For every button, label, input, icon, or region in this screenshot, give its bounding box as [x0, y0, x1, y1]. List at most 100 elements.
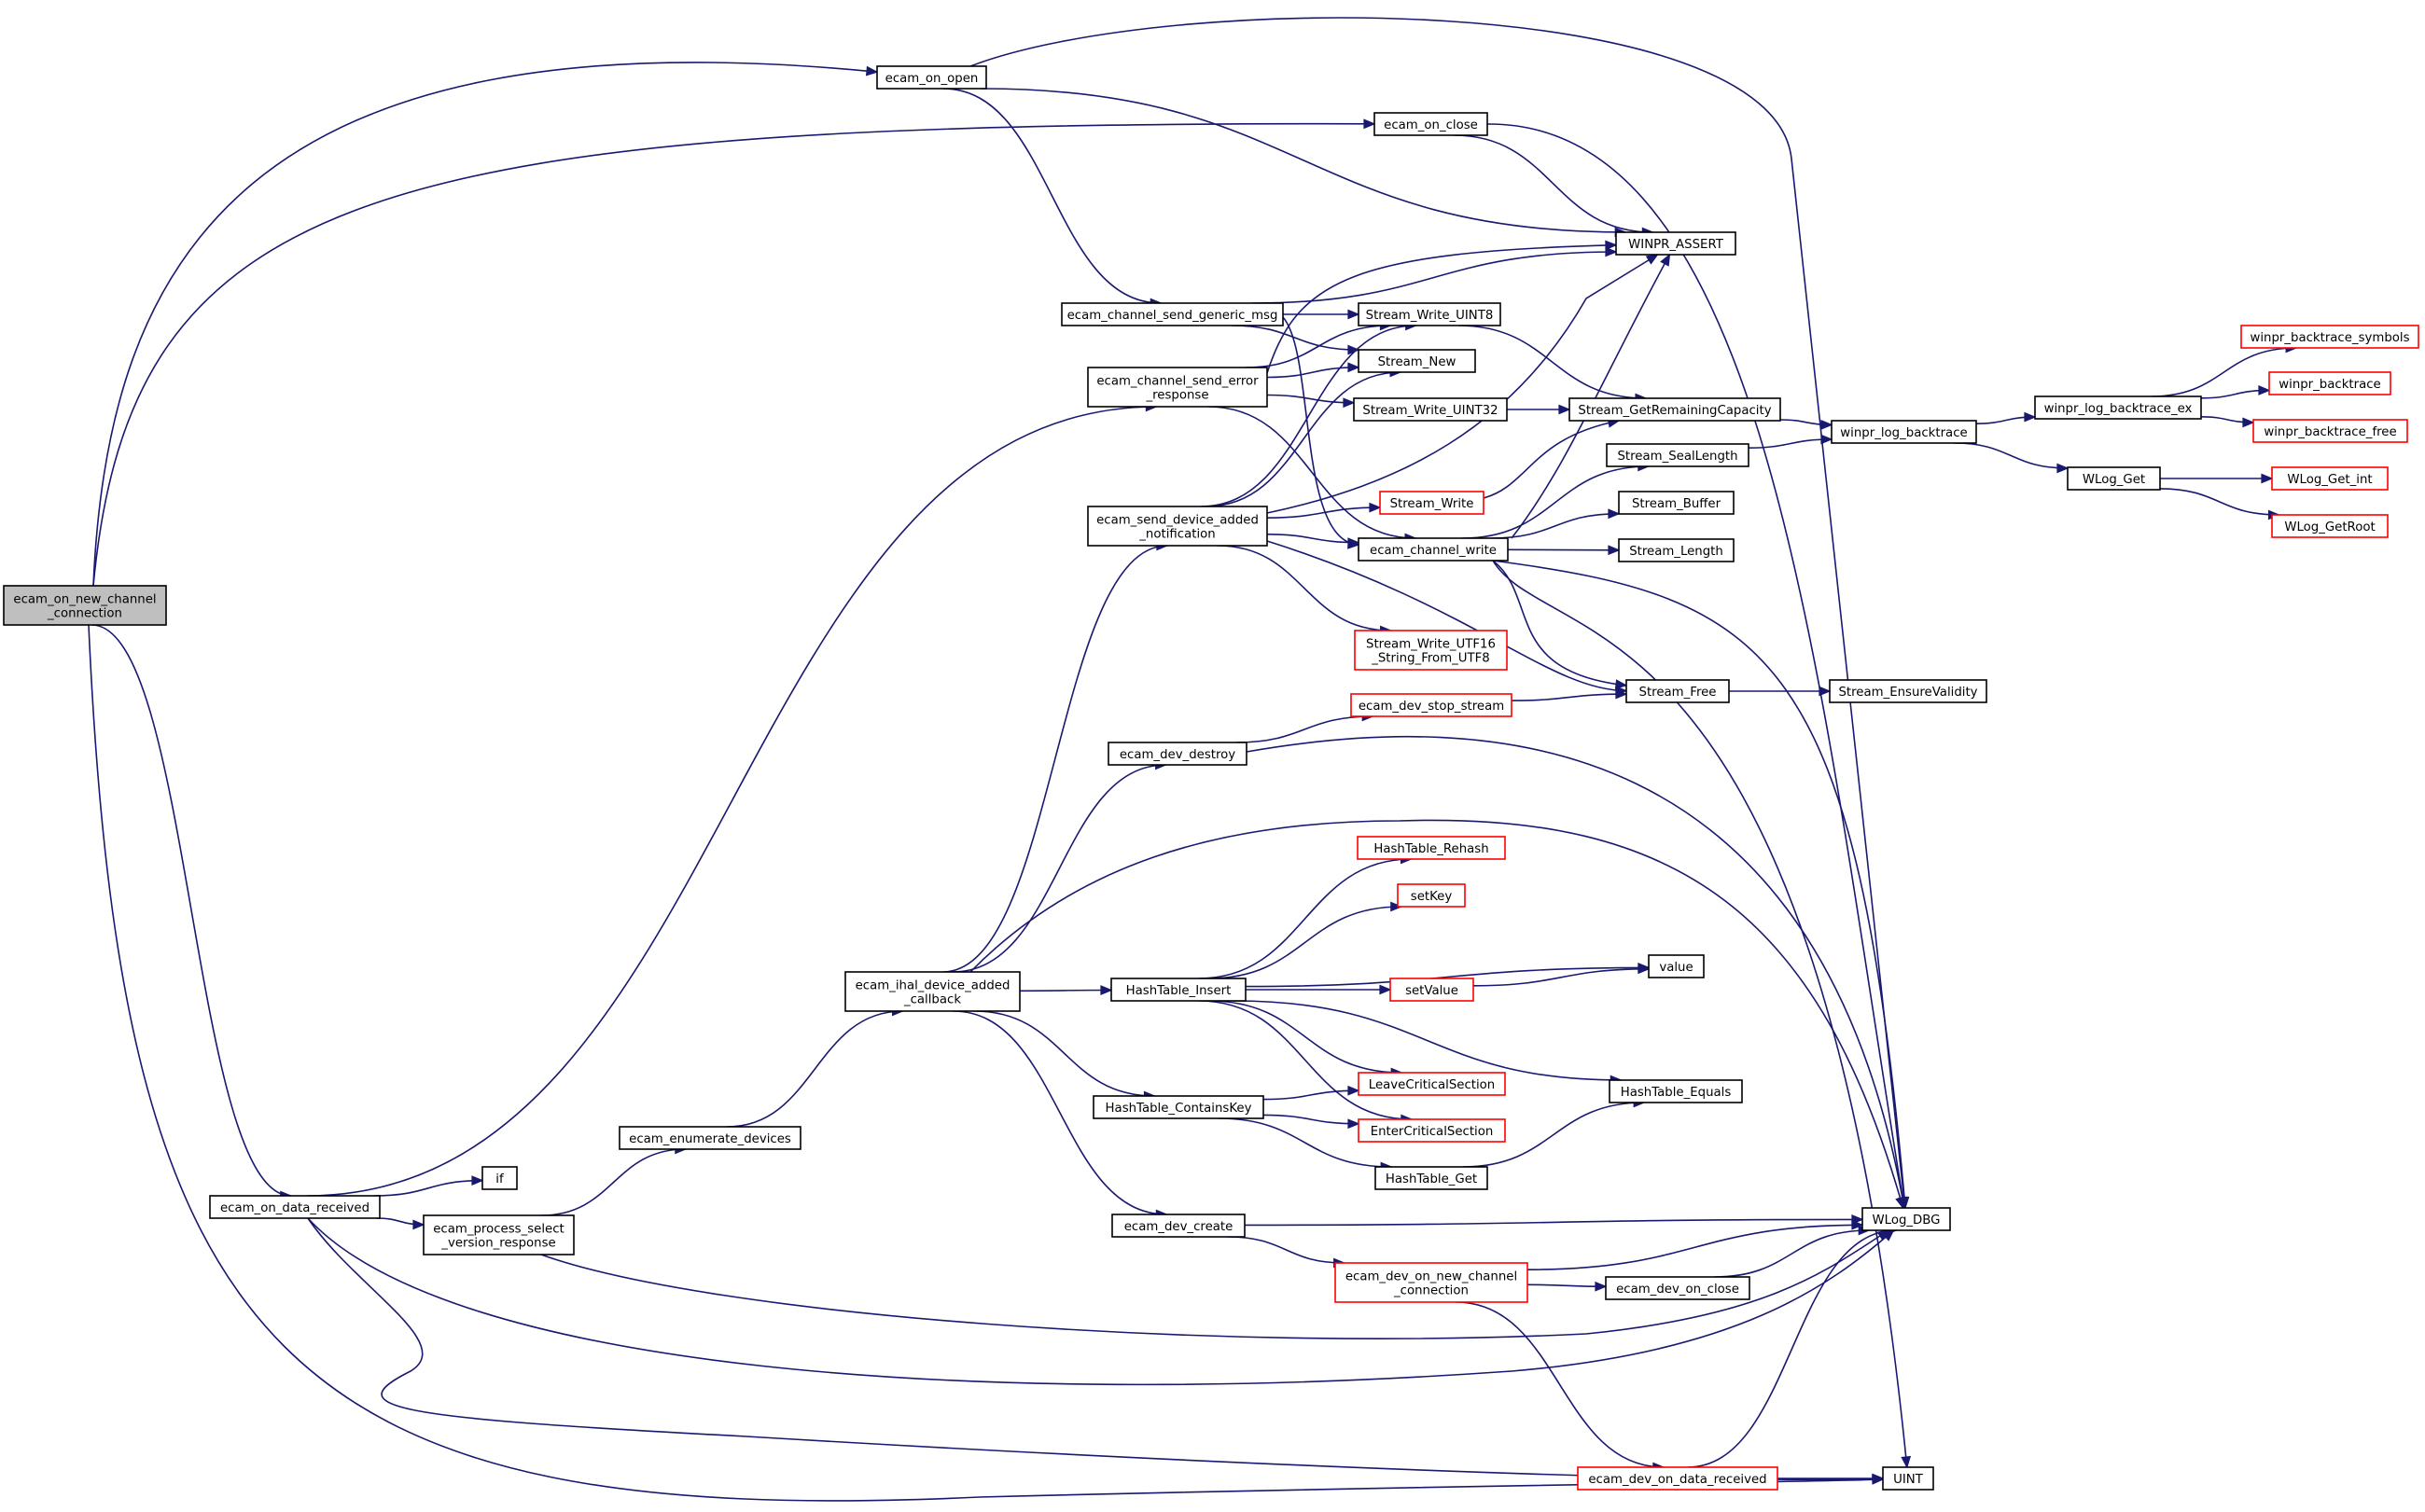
node-send-error-response[interactable]: ecam_channel_send_error_response [1087, 367, 1268, 408]
node-on-close[interactable]: ecam_on_close [1373, 112, 1488, 136]
node-label: ecam_send_device_added [1096, 514, 1259, 528]
edge-hashtable_insert-to-hashtable_equals [1233, 1000, 1622, 1081]
node-box [1397, 883, 1466, 908]
node-ihal-device-added[interactable]: ecam_ihal_device_added_callback [844, 971, 1021, 1012]
node-winpr-backtrace-symbols[interactable]: winpr_backtrace_symbols [2240, 325, 2419, 349]
node-label: HashTable_Equals [1621, 1086, 1732, 1100]
node-if[interactable]: if [481, 1166, 518, 1190]
node-stream-write-uint32[interactable]: Stream_Write_UINT32 [1353, 397, 1508, 422]
node-stream-buffer[interactable]: Stream_Buffer [1618, 491, 1735, 515]
node-send-device-added[interactable]: ecam_send_device_added_notification [1087, 506, 1268, 547]
node-send-generic-msg[interactable]: ecam_channel_send_generic_msg [1061, 302, 1284, 326]
node-label: ecam_on_open [885, 72, 979, 86]
node-value[interactable]: value [1648, 954, 1705, 978]
node-box [1093, 1095, 1264, 1119]
node-stream-write[interactable]: Stream_Write [1379, 491, 1484, 515]
node-label: Stream_Length [1629, 545, 1723, 559]
function-nodes: ecam_on_new_channel_connection ecam_on_op… [3, 65, 2419, 1491]
node-label: HashTable_Get [1386, 1172, 1477, 1186]
node-winpr-log-backtrace[interactable]: winpr_log_backtrace [1831, 420, 1977, 444]
node-stream-seallength[interactable]: Stream_SealLength [1606, 443, 1749, 467]
edge-ihal_device_added-to-dev_create [953, 1010, 1167, 1215]
edge-stream_write_uint32-to-stream_getremcap-arrowhead [1558, 404, 1571, 415]
edge-dev_stop_stream-to-stream_free [1511, 693, 1627, 701]
edge-hashtable_get-to-hashtable_equals [1462, 1102, 1645, 1168]
node-dev-on-data-received[interactable]: ecam_dev_on_data_received [1577, 1466, 1778, 1491]
node-dev-create[interactable]: ecam_dev_create [1111, 1214, 1246, 1238]
node-winpr-assert[interactable]: WINPR_ASSERT [1615, 231, 1736, 256]
node-stream-length[interactable]: Stream_Length [1618, 538, 1735, 562]
edge-root-to-on_open [92, 62, 878, 587]
node-enter-cs[interactable]: EnterCriticalSection [1358, 1118, 1506, 1143]
node-box [1353, 397, 1508, 422]
edge-dev_on_new_channel-to-dev_on_close-arrowhead [1595, 1281, 1608, 1292]
node-winpr-log-backtrace-ex[interactable]: winpr_log_backtrace_ex [2034, 395, 2202, 420]
node-stream-ensurevalidity[interactable]: Stream_EnsureValidity [1829, 679, 1987, 703]
node-box [2067, 466, 2161, 491]
node-box [1605, 1276, 1750, 1300]
node-root[interactable]: ecam_on_new_channel_connection [3, 585, 167, 626]
edge-send_device_added-to-stream_write [1266, 506, 1381, 519]
node-dev-on-new-channel[interactable]: ecam_dev_on_new_channel_connection [1334, 1262, 1528, 1303]
node-stream-new[interactable]: Stream_New [1358, 349, 1476, 373]
edge-stream_seallength-to-winpr_log_backtrace-arrowhead [1820, 434, 1833, 445]
node-stream-free[interactable]: Stream_Free [1625, 679, 1730, 703]
node-hashtable-get[interactable]: HashTable_Get [1374, 1166, 1488, 1190]
node-leave-cs[interactable]: LeaveCriticalSection [1358, 1072, 1506, 1096]
node-box [1606, 443, 1749, 467]
node-box [1111, 1214, 1246, 1238]
node-label: ecam_dev_on_new_channel [1345, 1270, 1517, 1284]
edge-send_device_added-to-winpr_assert-arrowhead [1645, 254, 1659, 265]
node-hashtable-insert[interactable]: HashTable_Insert [1110, 978, 1247, 1002]
node-hashtable-containskey[interactable]: HashTable_ContainsKey [1093, 1095, 1264, 1119]
edge-root-to-uint [88, 624, 1884, 1502]
node-stream-write-uint8[interactable]: Stream_Write_UINT8 [1358, 302, 1501, 326]
node-wlog-get-int[interactable]: WLog_Get_int [2271, 466, 2389, 491]
node-box [1087, 506, 1268, 547]
node-process-select-version[interactable]: ecam_process_select_version_response [423, 1214, 575, 1255]
node-wlog-getroot[interactable]: WLog_GetRoot [2271, 514, 2389, 538]
node-box [2240, 325, 2419, 349]
edge-winpr_log_backtrace-to-winpr_log_backtrace_ex-arrowhead [2024, 411, 2037, 423]
node-enumerate-devices[interactable]: ecam_enumerate_devices [619, 1126, 801, 1150]
edge-send_error_response-to-winpr_assert [1266, 243, 1617, 374]
node-stream-write-utf16[interactable]: Stream_Write_UTF16_String_From_UTF8 [1354, 630, 1508, 671]
edge-stream_write-to-stream_getremcap [1483, 420, 1620, 499]
edge-ihal_device_added-to-send_device_added [942, 545, 1168, 973]
node-wlog-get[interactable]: WLog_Get [2067, 466, 2161, 491]
node-setkey[interactable]: setKey [1397, 883, 1466, 908]
node-wlog-dbg[interactable]: WLog_DBG [1861, 1207, 1951, 1231]
node-uint[interactable]: UINT [1882, 1466, 1934, 1491]
node-label: ecam_dev_on_close [1616, 1283, 1739, 1297]
node-label: ecam_dev_stop_stream [1359, 700, 1504, 714]
node-winpr-backtrace[interactable]: winpr_backtrace [2268, 371, 2391, 395]
node-box [209, 1195, 381, 1219]
edge-winpr_log_backtrace_ex-to-winpr_backtrace-arrowhead [2258, 385, 2271, 395]
node-hashtable-equals[interactable]: HashTable_Equals [1609, 1079, 1743, 1103]
node-on-data-received[interactable]: ecam_on_data_received [209, 1195, 381, 1219]
edge-on_data_received-to-if [373, 1179, 483, 1197]
node-dev-on-close[interactable]: ecam_dev_on_close [1605, 1276, 1750, 1300]
edge-hashtable_insert-to-setkey [1208, 906, 1401, 979]
edge-hashtable_containskey-to-enter_cs [1262, 1114, 1359, 1125]
node-setvalue[interactable]: setValue [1389, 978, 1474, 1002]
edge-on_close-to-wlog_dbg [1486, 123, 1905, 1209]
edge-process_select_version-to-wlog_dbg [540, 1229, 1889, 1339]
edge-setvalue-to-value-arrowhead [1638, 964, 1651, 975]
node-label: WINPR_ASSERT [1628, 238, 1724, 252]
node-box [1389, 978, 1474, 1002]
node-label: winpr_backtrace_symbols [2250, 331, 2409, 345]
node-dev-stop-stream[interactable]: ecam_dev_stop_stream [1350, 693, 1512, 717]
node-box [1625, 679, 1730, 703]
node-label: winpr_log_backtrace_ex [2044, 402, 2193, 416]
node-channel-write[interactable]: ecam_channel_write [1358, 537, 1509, 562]
edge-dev_on_data_received-to-uint-arrowhead [1872, 1473, 1885, 1484]
edge-channel_write-to-uint-arrowhead [1901, 1455, 1912, 1469]
node-winpr-backtrace-free[interactable]: winpr_backtrace_free [2252, 419, 2408, 443]
edge-ihal_device_added-to-hashtable_insert [1019, 989, 1112, 992]
node-dev-destroy[interactable]: ecam_dev_destroy [1108, 742, 1247, 766]
node-stream-getremcap[interactable]: Stream_GetRemainingCapacity [1568, 397, 1781, 422]
node-hashtable-rehash[interactable]: HashTable_Rehash [1357, 836, 1506, 860]
node-box [1358, 537, 1509, 562]
node-on-open[interactable]: ecam_on_open [876, 65, 987, 90]
